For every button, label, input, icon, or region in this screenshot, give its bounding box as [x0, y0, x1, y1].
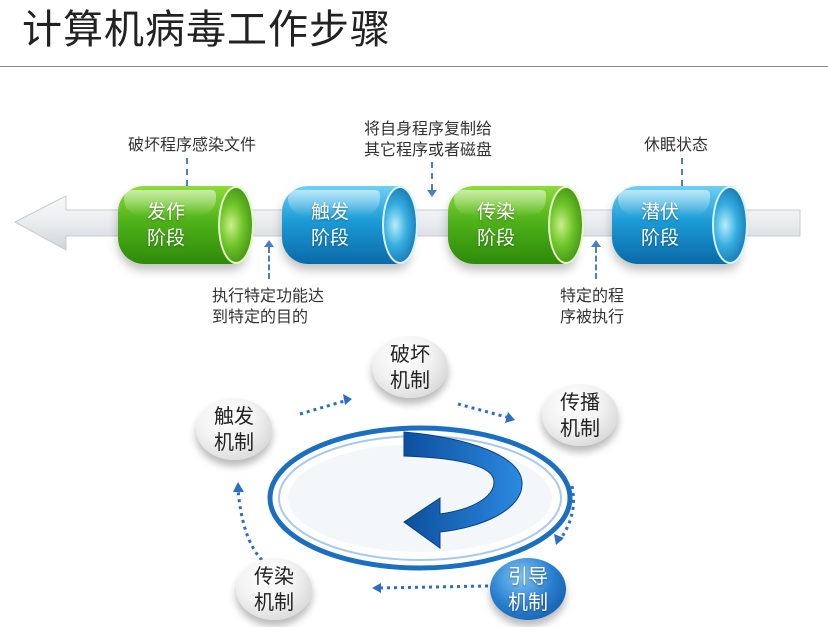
stage-capsule-infection: 传染 阶段	[448, 186, 584, 264]
annotation-trigger: 执行特定功能达 到特定的目的	[212, 286, 325, 326]
mechanism-infect: 传染 机制	[236, 558, 312, 620]
annotation-dormant: 休眠状态	[644, 135, 709, 154]
mechanism-boot: 引导 机制	[490, 558, 566, 620]
annotation-dormant-leader	[681, 158, 683, 186]
annotation-infection-leader	[431, 162, 433, 190]
stage-capsule-dormant: 潜伏 阶段	[612, 186, 748, 264]
cycle-return-arrow	[403, 431, 523, 549]
annotation-infection-arrowhead	[427, 190, 437, 197]
annotation-trigger-arrowhead	[264, 240, 274, 247]
stage-label-infection: 传染 阶段	[476, 201, 515, 249]
stage-capsule-trigger: 触发 阶段	[282, 186, 418, 264]
annotation-attack: 破坏程序感染文件	[128, 135, 257, 154]
annotation-execute-leader	[595, 247, 597, 279]
annotation-attack-leader	[186, 158, 188, 186]
mechanism-spread: 传播 机制	[542, 384, 618, 446]
title-divider	[0, 66, 828, 67]
page-title: 计算机病毒工作步骤	[22, 7, 391, 53]
cycle-dotted-arrows	[236, 398, 575, 590]
annotation-execute-arrowhead	[591, 240, 601, 247]
annotation-trigger-leader	[268, 247, 270, 279]
mechanism-trigger: 触发 机制	[196, 398, 272, 460]
cycle-dotted-arrowheads	[233, 394, 564, 593]
stage-label-trigger: 触发 阶段	[310, 201, 349, 249]
annotation-infection: 将自身程序复制给 其它程序或者磁盘	[364, 119, 493, 159]
stage-label-dormant: 潜伏 阶段	[640, 201, 679, 249]
stage-capsule-attack: 发作 阶段	[118, 186, 254, 264]
mechanism-destroy: 破坏 机制	[372, 336, 448, 398]
stage-label-attack: 发作 阶段	[146, 201, 185, 249]
annotation-execute: 特定的程 序被执行	[560, 286, 625, 326]
